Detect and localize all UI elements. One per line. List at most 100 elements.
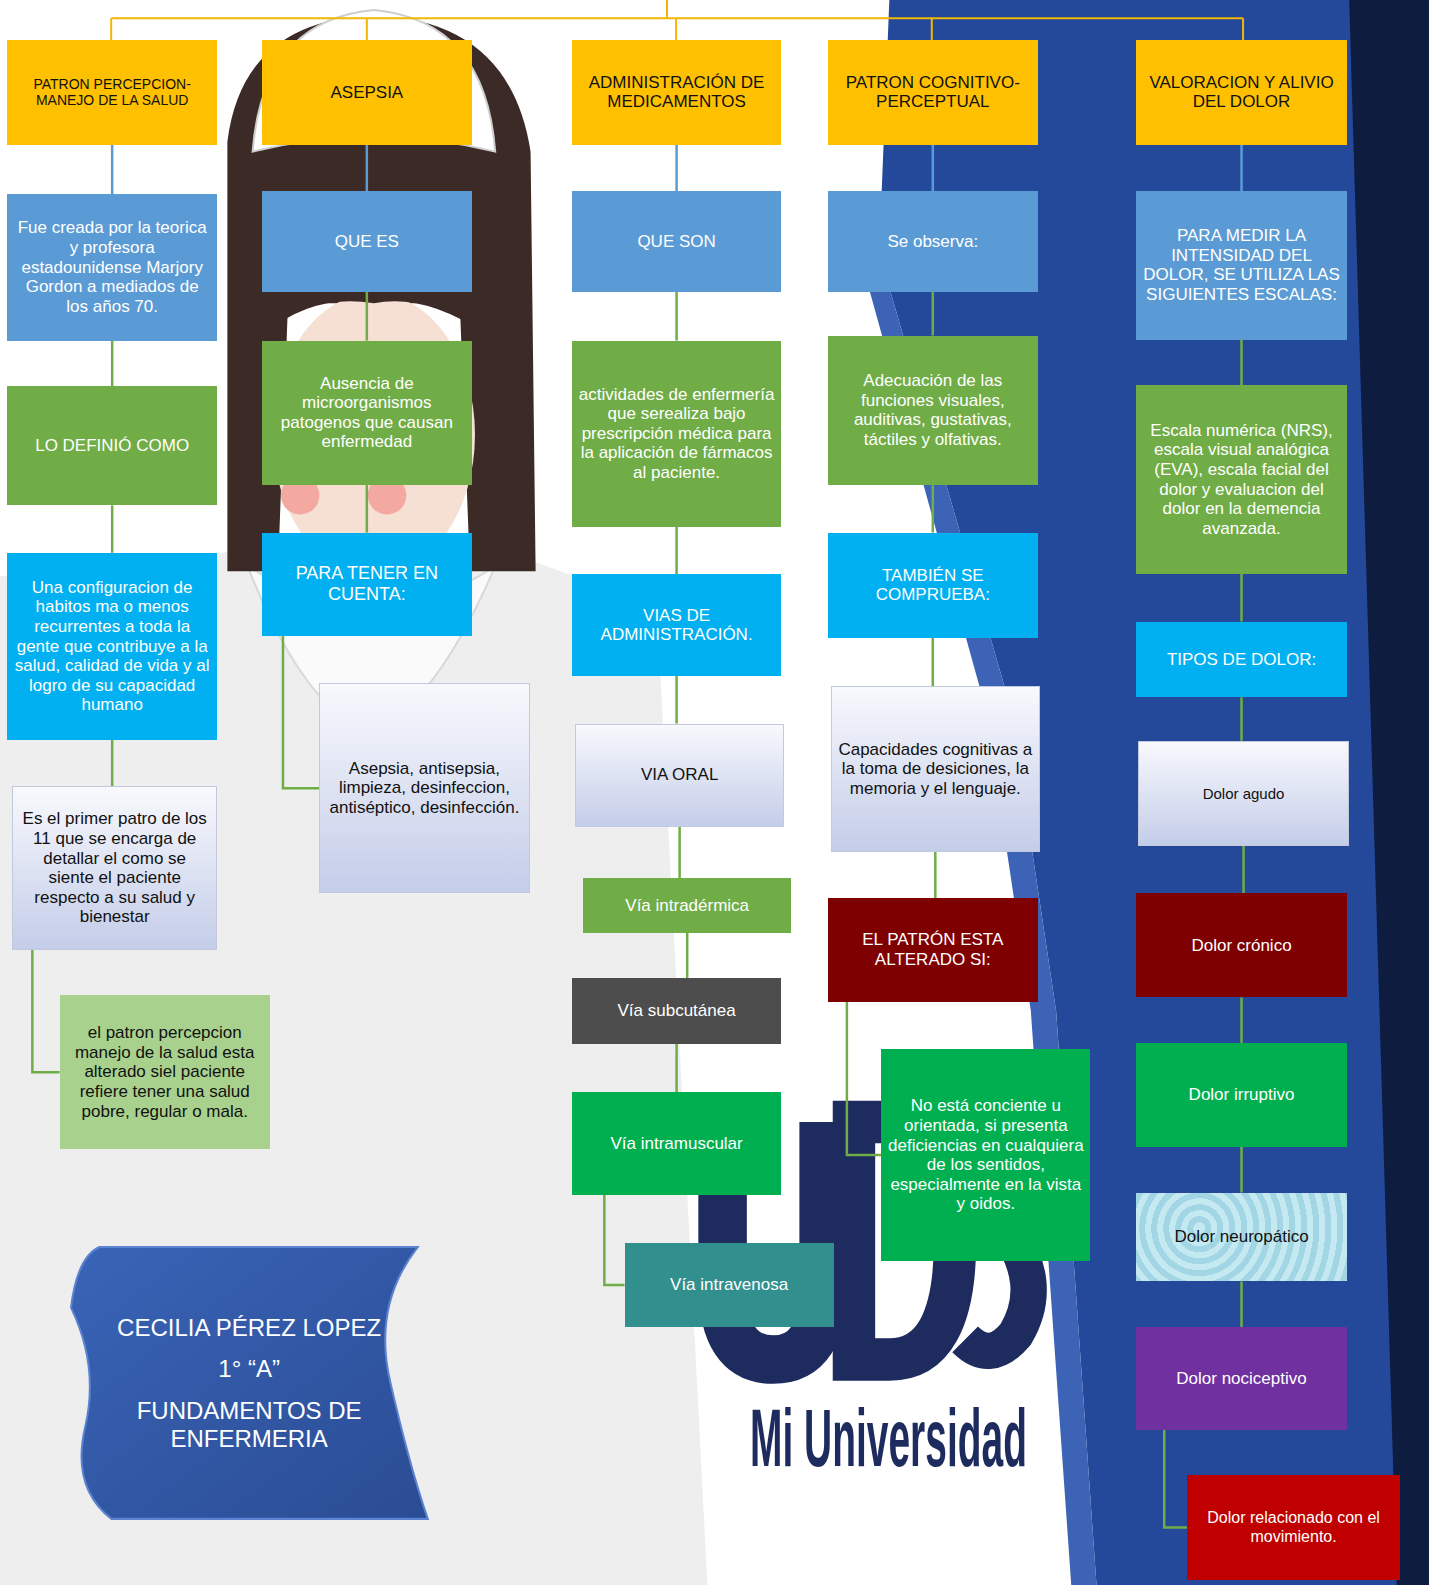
concept-box: PARA MEDIR LA INTENSIDAD DEL DOLOR, SE U…	[1136, 191, 1347, 340]
text-holder: PARA MEDIR LA INTENSIDAD DEL DOLOR, SE U…	[1142, 226, 1341, 304]
concept-box: Fue creada por la teorica y profesora es…	[7, 194, 217, 341]
text-holder: Asepsia, antisepsia, limpieza, desinfecc…	[326, 759, 522, 818]
text-holder: Vía intravenosa	[631, 1275, 828, 1295]
connector-line	[366, 485, 369, 533]
node-text: Dolor neuropático	[1142, 1227, 1341, 1247]
top-bracket	[111, 0, 1243, 40]
author-line: FUNDAMENTOS DE ENFERMERIA	[99, 1397, 400, 1452]
navy-band	[1349, 0, 1429, 1585]
text-holder: Se observa:	[834, 232, 1032, 252]
concept-box: No está conciente u orientada, si presen…	[881, 1049, 1090, 1261]
connector-line	[32, 950, 59, 1072]
text-holder: TIPOS DE DOLOR:	[1142, 650, 1341, 670]
connector-line	[1240, 1147, 1243, 1193]
connector-line	[932, 485, 935, 533]
text-holder: TAMBIÉN SE COMPRUEBA:	[834, 566, 1032, 605]
connector-line	[283, 636, 319, 789]
watermark-text: Mi Universidad	[750, 1397, 1027, 1479]
text-holder: Dolor agudo	[1145, 785, 1342, 802]
node-text: TIPOS DE DOLOR:	[1142, 650, 1341, 670]
text-holder: Escala numérica (NRS), escala visual ana…	[1142, 421, 1341, 538]
author-scroll: CECILIA PÉREZ LOPEZ1° “A”FUNDAMENTOS DE …	[69, 1245, 430, 1521]
concept-box: Escala numérica (NRS), escala visual ana…	[1136, 385, 1347, 574]
text-holder: Fue creada por la teorica y profesora es…	[13, 218, 211, 316]
text-holder: ASEPSIA	[268, 83, 466, 103]
concept-box: QUE SON	[572, 191, 781, 292]
connector-line	[934, 852, 937, 899]
concept-box: Capacidades cognitivas a la toma de desi…	[831, 686, 1040, 852]
concept-box: TAMBIÉN SE COMPRUEBA:	[828, 533, 1038, 638]
connector-line	[111, 740, 114, 787]
node-text: QUE SON	[578, 232, 775, 252]
node-text: Es el primer patro de los 11 que se enca…	[19, 809, 210, 926]
text-holder: Dolor irruptivo	[1142, 1085, 1341, 1105]
node-text: VALORACION Y ALIVIO DEL DOLOR	[1142, 73, 1341, 112]
connector-line	[111, 145, 114, 195]
concept-box: VIA ORAL	[575, 724, 784, 827]
node-text: Capacidades cognitivas a la toma de desi…	[838, 740, 1033, 799]
connector-line	[1240, 997, 1243, 1042]
text-holder: Vía subcutánea	[578, 1001, 775, 1021]
concept-box: PARA TENER EN CUENTA:	[262, 533, 472, 636]
node-text: el patron percepcion manejo de la salud …	[66, 1023, 264, 1121]
connector-line	[604, 1195, 624, 1285]
node-text: Asepsia, antisepsia, limpieza, desinfecc…	[326, 759, 522, 818]
concept-box: Adecuación de las funciones visuales, au…	[828, 336, 1038, 486]
nurse-hair	[227, 15, 535, 571]
node-text: Dolor crónico	[1142, 936, 1341, 956]
connector-line	[1242, 846, 1245, 894]
text-holder: QUE SON	[578, 232, 775, 252]
topic-header: ASEPSIA	[262, 40, 472, 144]
connector-line	[366, 292, 369, 341]
connector-line	[366, 145, 369, 192]
text-holder: CECILIA PÉREZ LOPEZ1° “A”FUNDAMENTOS DE …	[99, 1314, 400, 1452]
concept-box: Es el primer patro de los 11 que se enca…	[12, 786, 217, 950]
node-text: PATRON COGNITIVO-PERCEPTUAL	[834, 73, 1032, 112]
node-text: Ausencia de microorganismos patogenos qu…	[268, 374, 466, 452]
connector-line	[678, 827, 681, 879]
text-holder: PARA TENER EN CUENTA:	[268, 563, 466, 604]
scroll-shape	[69, 1245, 430, 1521]
connector-line	[1164, 1430, 1187, 1528]
connector-line	[932, 638, 935, 687]
connector-line	[932, 292, 935, 335]
connector-line	[111, 505, 114, 553]
text-holder: EL PATRÓN ESTA ALTERADO SI:	[834, 930, 1032, 969]
node-text: Dolor nociceptivo	[1142, 1369, 1341, 1389]
text-holder: VALORACION Y ALIVIO DEL DOLOR	[1142, 73, 1341, 112]
node-text: ADMINISTRACIÓN DE MEDICAMENTOS	[578, 73, 775, 112]
connector-line	[1240, 1281, 1243, 1326]
concept-box: el patron percepcion manejo de la salud …	[60, 995, 270, 1149]
node-text: Fue creada por la teorica y profesora es…	[13, 218, 211, 316]
node-text: ASEPSIA	[268, 83, 466, 103]
concept-box: Vía subcutánea	[572, 978, 781, 1044]
node-text: VIA ORAL	[582, 765, 777, 785]
concept-box: Dolor agudo	[1138, 741, 1349, 846]
concept-box: Una configuracion de habitos ma o menos …	[7, 553, 217, 740]
text-holder: Es el primer patro de los 11 que se enca…	[19, 809, 210, 926]
connector-line	[1240, 340, 1243, 385]
node-text: Dolor irruptivo	[1142, 1085, 1341, 1105]
text-holder: VIAS DE ADMINISTRACIÓN.	[578, 606, 775, 645]
concept-box: Dolor crónico	[1136, 893, 1347, 997]
node-text: Adecuación de las funciones visuales, au…	[834, 371, 1032, 449]
text-holder: Una configuracion de habitos ma o menos …	[13, 578, 211, 715]
concept-box: Vía intradérmica	[583, 878, 791, 933]
text-holder: el patron percepcion manejo de la salud …	[66, 1023, 264, 1121]
topic-header: VALORACION Y ALIVIO DEL DOLOR	[1136, 40, 1347, 144]
text-holder: Dolor crónico	[1142, 936, 1341, 956]
text-holder: Capacidades cognitivas a la toma de desi…	[838, 740, 1033, 799]
node-text: Vía subcutánea	[578, 1001, 775, 1021]
connector-line	[932, 145, 935, 192]
concept-box: VIAS DE ADMINISTRACIÓN.	[572, 574, 781, 676]
concept-box: Se observa:	[828, 191, 1038, 292]
concept-box: actividades de enfermería que serealiza …	[572, 341, 781, 527]
node-text: PARA TENER EN CUENTA:	[268, 563, 466, 604]
topic-header: ADMINISTRACIÓN DE MEDICAMENTOS	[572, 40, 781, 144]
connector-line	[1240, 145, 1243, 192]
node-text: Vía intravenosa	[631, 1275, 828, 1295]
concept-box: Dolor irruptivo	[1136, 1043, 1347, 1147]
text-holder: PATRON COGNITIVO-PERCEPTUAL	[834, 73, 1032, 112]
connector-line	[686, 933, 689, 979]
